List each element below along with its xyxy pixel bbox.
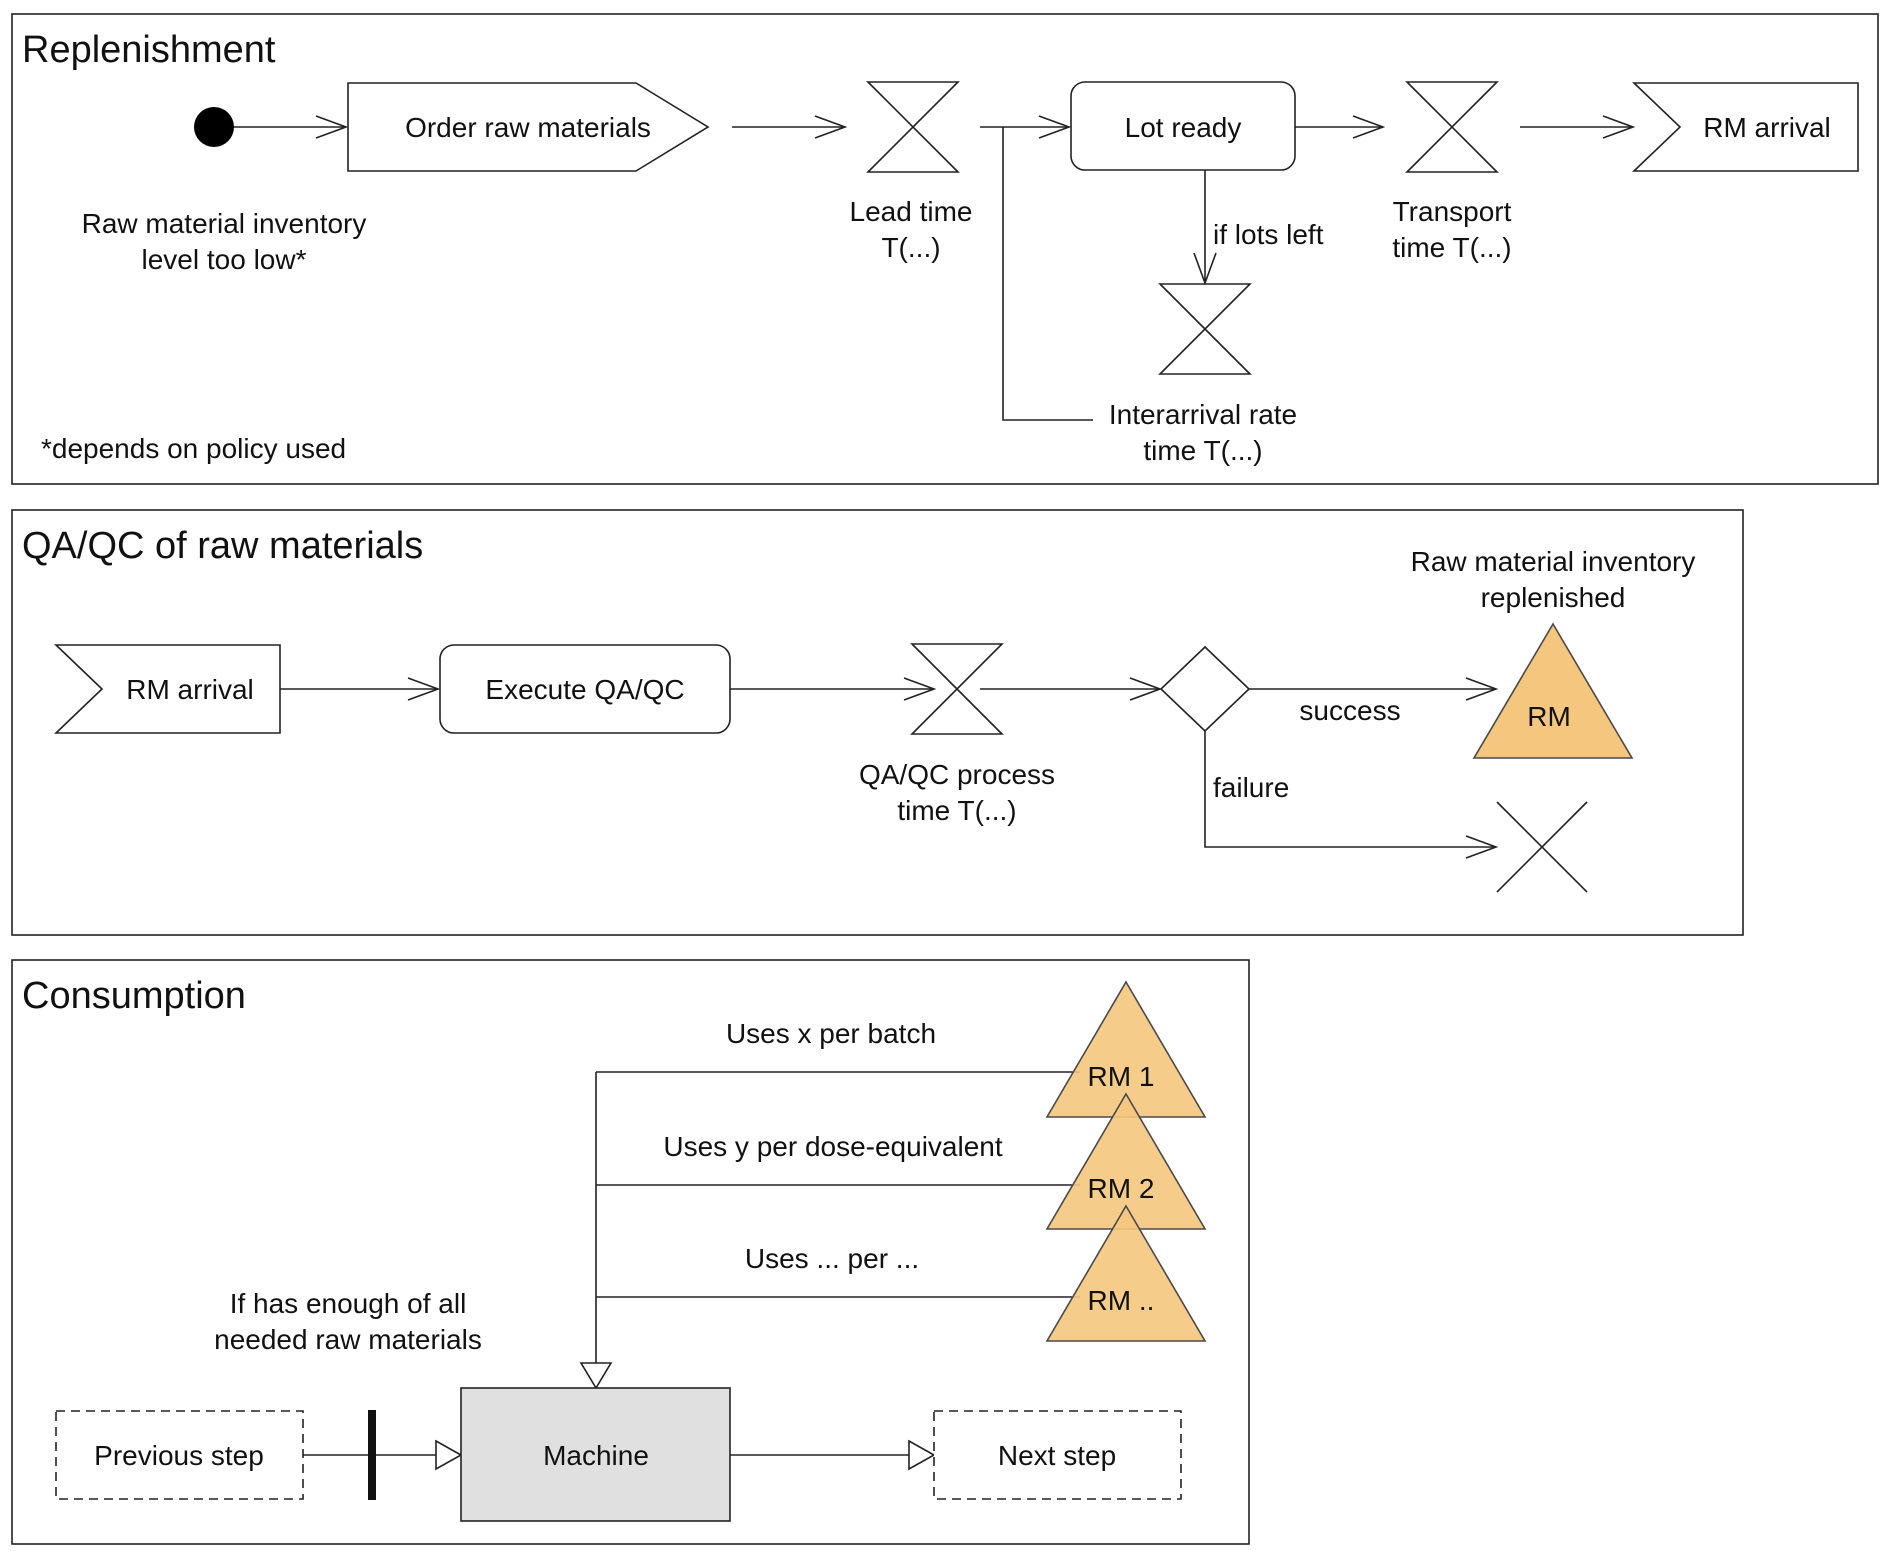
policy-footnote: *depends on policy used	[41, 433, 346, 464]
rm3-label: RM ..	[1088, 1285, 1155, 1316]
interarrival-label-line2: time T(...)	[1143, 435, 1262, 466]
uses-label-1: Uses x per batch	[726, 1018, 936, 1049]
lead-time-hourglass-icon	[866, 81, 960, 173]
failure-label: failure	[1213, 772, 1289, 803]
condition-label-line1: If has enough of all	[230, 1288, 467, 1319]
rm-inventory-label: RM	[1527, 701, 1571, 732]
lead-time-label-line1: Lead time	[850, 196, 973, 227]
consumption-title: Consumption	[22, 975, 246, 1017]
transport-label-line1: Transport	[1393, 196, 1512, 227]
qaqc-process-label-line2: time T(...)	[897, 795, 1016, 826]
success-label: success	[1299, 695, 1400, 726]
trigger-note-line2: level too low*	[142, 244, 307, 275]
replenished-label-line2: replenished	[1481, 582, 1626, 613]
rm2-label: RM 2	[1088, 1173, 1155, 1204]
if-lots-left-label: if lots left	[1213, 219, 1324, 250]
sync-bar	[368, 1410, 376, 1500]
machine-input-arrowhead	[435, 1439, 463, 1471]
replenishment-panel: Replenishment Raw material inventory lev…	[11, 13, 1879, 485]
qaqc-process-hourglass-icon	[910, 643, 1004, 735]
replenished-label-line1: Raw material inventory	[1411, 546, 1696, 577]
usage-trunk-arrowhead	[579, 1362, 613, 1390]
order-raw-materials-label: Order raw materials	[405, 112, 651, 143]
start-node-icon	[194, 107, 234, 147]
transport-label-line2: time T(...)	[1392, 232, 1511, 263]
uses-label-3: Uses ... per ...	[745, 1243, 919, 1274]
trigger-note-line1: Raw material inventory	[82, 208, 367, 239]
qaqc-rm-arrival-event	[54, 644, 281, 734]
order-raw-materials-signal	[347, 82, 710, 172]
rm-inventory-triangle	[1472, 622, 1634, 759]
next-step-label: Next step	[998, 1440, 1116, 1471]
consumption-frame	[11, 959, 1250, 1545]
qaqc-frame	[11, 509, 1744, 936]
execute-qaqc-label: Execute QA/QC	[485, 674, 684, 705]
lot-ready-label: Lot ready	[1125, 112, 1242, 143]
qaqc-process-label-line1: QA/QC process	[859, 759, 1055, 790]
qaqc-panel: QA/QC of raw materials RM arrival Execut…	[11, 509, 1744, 936]
rm3-triangle	[1045, 1204, 1207, 1342]
lot-ready-action	[1070, 81, 1296, 171]
loop-interarrival-to-lotready	[1002, 127, 1093, 421]
flow-final-x-icon	[1496, 801, 1588, 893]
next-step-box	[933, 1410, 1182, 1500]
qaqc-rm-arrival-label: RM arrival	[126, 674, 254, 705]
previous-step-box	[55, 1410, 304, 1500]
transport-hourglass-icon	[1405, 81, 1499, 173]
rm1-label: RM 1	[1088, 1061, 1155, 1092]
condition-label-line2: needed raw materials	[214, 1324, 482, 1355]
uses-label-2: Uses y per dose-equivalent	[663, 1131, 1003, 1162]
replenishment-title: Replenishment	[22, 29, 276, 71]
rm-arrival-label: RM arrival	[1703, 112, 1831, 143]
replenishment-frame	[11, 13, 1879, 485]
interarrival-hourglass-icon	[1158, 283, 1252, 375]
next-step-arrowhead	[908, 1439, 936, 1471]
previous-step-label: Previous step	[94, 1440, 264, 1471]
rm-arrival-event	[1632, 82, 1859, 172]
consumption-panel: Consumption Uses x per batch Uses y per …	[11, 959, 1250, 1545]
interarrival-label-line1: Interarrival rate	[1109, 399, 1297, 430]
arrow-decision-failure	[1204, 731, 1496, 847]
qaqc-title: QA/QC of raw materials	[22, 525, 423, 567]
qaqc-decision-diamond	[1159, 645, 1251, 733]
machine-label: Machine	[543, 1440, 649, 1471]
lead-time-label-line2: T(...)	[881, 232, 940, 263]
